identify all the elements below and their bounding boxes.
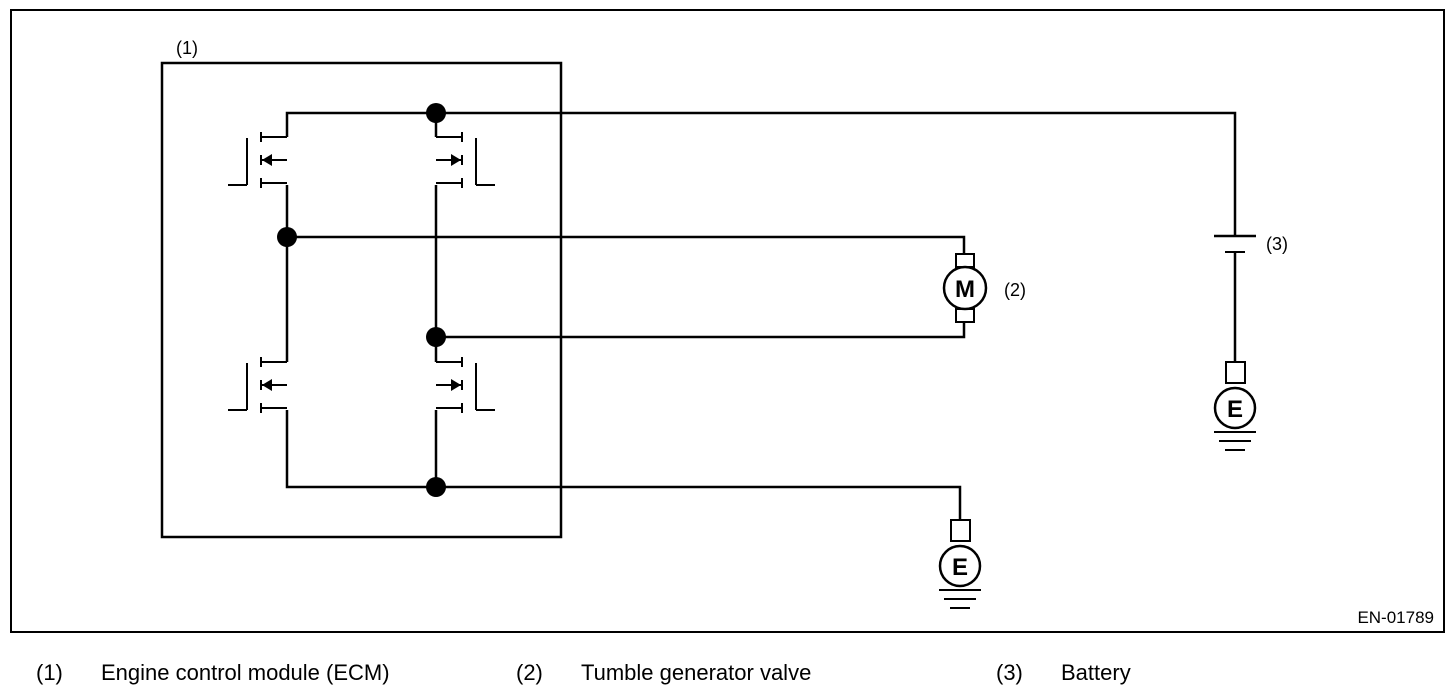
transistor-upper-left: [227, 112, 288, 189]
legend: (1) Engine control module (ECM) (2) Tumb…: [0, 660, 1456, 692]
legend-label: Battery: [1061, 660, 1131, 685]
power-wire: [285, 111, 1237, 236]
ground-wire: [285, 410, 962, 520]
ground-symbol: [1213, 361, 1257, 451]
ground-label: E: [1227, 396, 1243, 423]
figure-code: EN-01789: [1357, 608, 1434, 627]
motor-wire-b: [436, 322, 966, 339]
circuit-diagram: (1) M (2) (3): [10, 9, 1445, 633]
junction-dot: [277, 227, 297, 247]
junction-dot: [426, 477, 446, 497]
transistor-lower-left: [227, 337, 288, 414]
junction-dot: [426, 103, 446, 123]
battery-callout: (3): [1266, 234, 1288, 254]
ground-symbol: [938, 519, 982, 609]
legend-label: Tumble generator valve: [581, 660, 812, 685]
legend-number: (2): [516, 660, 543, 685]
motor-label: M: [955, 276, 975, 303]
legend-number: (3): [996, 660, 1023, 685]
transistor-lower-right: [435, 337, 496, 414]
legend-label: Engine control module (ECM): [101, 660, 390, 685]
battery-symbol: [1214, 234, 1256, 362]
motor-symbol: [942, 253, 988, 323]
motor-wire-a: [287, 235, 966, 254]
junction-dot: [426, 327, 446, 347]
legend-number: (1): [36, 660, 63, 685]
ecm-callout: (1): [176, 38, 198, 58]
ground-label: E: [952, 554, 968, 581]
transistor-upper-right: [435, 112, 496, 189]
valve-callout: (2): [1004, 280, 1026, 300]
figure-frame: [10, 9, 1445, 633]
ecm-box: [160, 61, 563, 539]
